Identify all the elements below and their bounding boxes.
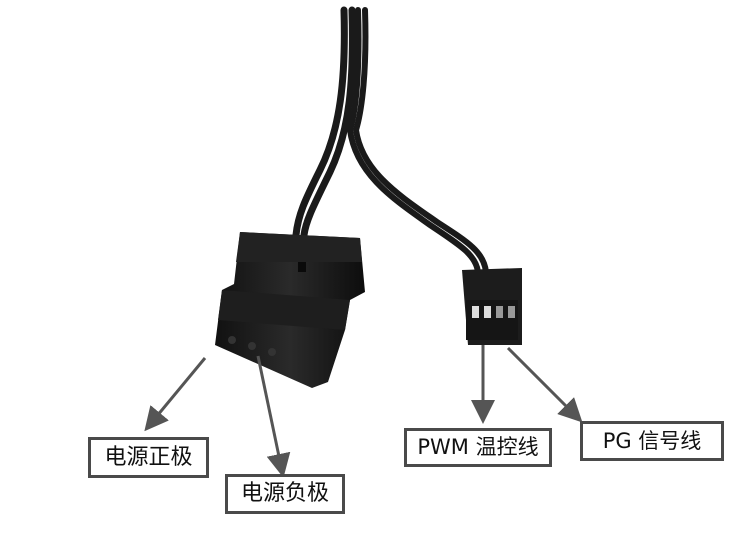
label-positive: 电源正极 xyxy=(88,437,209,478)
label-negative: 电源负极 xyxy=(225,474,345,514)
arrow-negative xyxy=(256,355,291,478)
arrow-pg xyxy=(506,346,583,423)
arrow-positive xyxy=(144,357,207,432)
annotation-arrows xyxy=(144,345,583,478)
label-pg: PG 信号线 xyxy=(580,421,724,461)
fan-connector xyxy=(462,268,522,345)
molex-connector xyxy=(215,232,365,388)
cable-bundle xyxy=(292,6,489,275)
label-pwm: PWM 温控线 xyxy=(404,428,552,467)
